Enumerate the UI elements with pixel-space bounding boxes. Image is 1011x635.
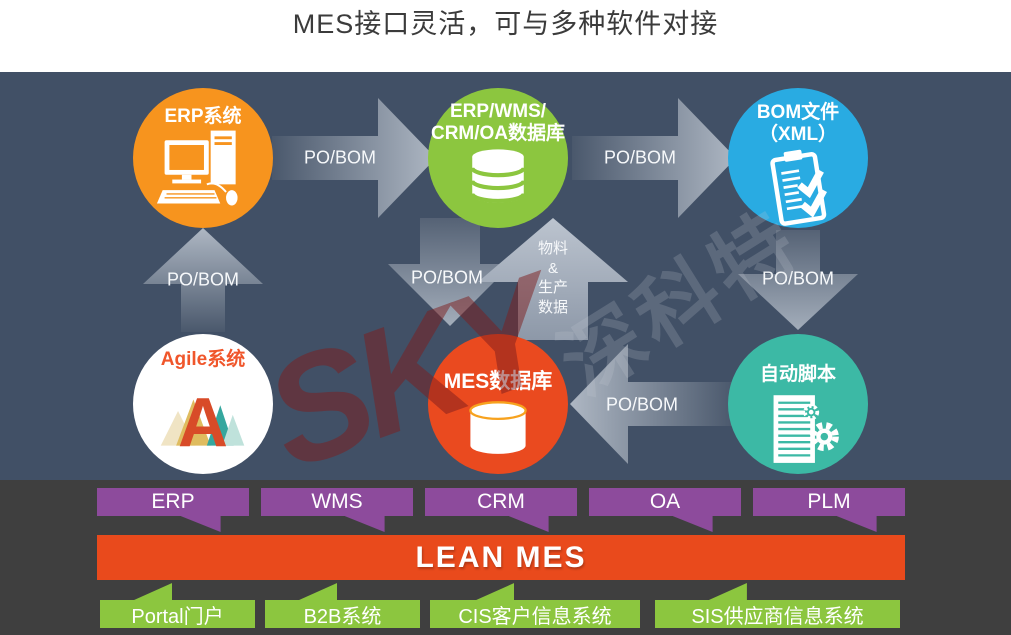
diagram-area: ERP系统 ERP/WMS/ CRM/OA数据库 xyxy=(0,72,1011,501)
bottom-software-row: Portal门户 B2B系统 CIS客户信息系统 SIS供应商信息系统 xyxy=(100,583,900,628)
box-crm: CRM xyxy=(425,488,577,532)
box-sis-label: SIS供应商信息系统 xyxy=(691,605,864,628)
box-erp-label: ERP xyxy=(151,490,195,513)
connector-down-icon xyxy=(836,516,877,532)
box-portal-label: Portal门户 xyxy=(131,605,224,628)
node-bom-file-xml: BOM文件 （XML） xyxy=(728,88,868,228)
node-erp-system: ERP系统 xyxy=(133,88,273,228)
node-db-label: ERP/WMS/ CRM/OA数据库 xyxy=(430,101,566,144)
cylinder-database-icon xyxy=(469,401,527,454)
box-cis-label: CIS客户信息系统 xyxy=(458,605,612,628)
box-oa: OA xyxy=(589,488,741,532)
box-wms: WMS xyxy=(261,488,413,532)
arrow-mes-to-db xyxy=(478,218,628,340)
node-agile-system: Agile系统 A xyxy=(133,334,273,474)
arrow-script-to-mes xyxy=(570,344,734,464)
box-erp: ERP xyxy=(97,488,249,532)
page-title: MES接口灵活，可与多种软件对接 xyxy=(292,9,719,39)
lean-mes-label: LEAN MES xyxy=(415,540,587,574)
box-b2b-label: B2B系统 xyxy=(303,605,382,628)
arrow-erp-to-db xyxy=(272,98,436,218)
box-sis: SIS供应商信息系统 xyxy=(655,583,900,628)
box-b2b: B2B系统 xyxy=(265,583,420,628)
node-mes-label: MES数据库 xyxy=(443,370,553,393)
box-plm-label: PLM xyxy=(807,490,851,513)
box-cis: CIS客户信息系统 xyxy=(430,583,640,628)
flow-arrows xyxy=(143,98,858,464)
box-crm-label: CRM xyxy=(477,490,525,513)
box-portal: Portal门户 xyxy=(100,583,255,628)
connector-up-icon xyxy=(134,583,173,600)
node-erp-wms-crm-oa-database: ERP/WMS/ CRM/OA数据库 xyxy=(428,88,568,228)
box-oa-label: OA xyxy=(649,490,681,513)
top-software-row: ERP WMS CRM OA PLM xyxy=(97,488,905,532)
node-script-label: 自动脚本 xyxy=(759,364,836,385)
computer-icon xyxy=(156,130,238,206)
connector-up-icon xyxy=(708,583,747,600)
box-wms-label: WMS xyxy=(311,490,363,513)
box-plm: PLM xyxy=(753,488,905,532)
lean-mes-bar: LEAN MES xyxy=(97,535,905,580)
database-icon xyxy=(470,149,526,203)
arrow-bom-to-script xyxy=(738,230,858,330)
node-bom-label: BOM文件 （XML） xyxy=(756,102,840,145)
title-band: MES接口灵活，可与多种软件对接 xyxy=(0,0,1011,72)
connector-down-icon xyxy=(344,516,385,532)
arrow-db-to-mes xyxy=(388,218,512,326)
connector-up-icon xyxy=(476,583,515,600)
clipboard-check-icon xyxy=(770,149,828,226)
connector-down-icon xyxy=(508,516,549,532)
arrow-db-to-bom xyxy=(572,98,736,218)
svg-text:A: A xyxy=(178,383,228,452)
connector-up-icon xyxy=(299,583,338,600)
connector-down-icon xyxy=(180,516,221,532)
bottom-band: ERP WMS CRM OA PLM LEAN MES xyxy=(0,480,1011,635)
script-gears-icon xyxy=(773,395,839,463)
agile-logo-icon: A xyxy=(160,383,245,453)
node-erp-label: ERP系统 xyxy=(164,106,242,127)
arrow-agile-to-erp xyxy=(143,228,263,332)
connector-down-icon xyxy=(672,516,713,532)
node-agile-label: Agile系统 xyxy=(160,349,246,370)
node-mes-database: MES数据库 xyxy=(428,334,568,474)
node-auto-script: 自动脚本 xyxy=(728,334,868,474)
